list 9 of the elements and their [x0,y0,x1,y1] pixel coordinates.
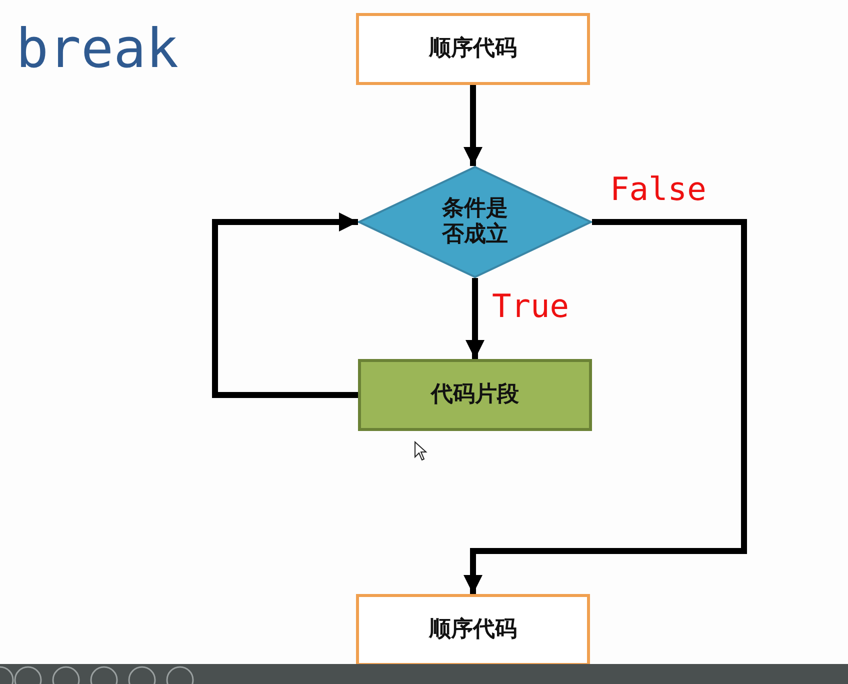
process-box: 顺序代码 [356,13,590,85]
decision-diamond: 条件是否成立 [358,166,592,278]
process-box: 顺序代码 [356,594,590,666]
arrow [463,85,483,166]
arrow [212,212,358,398]
title: break [16,22,179,76]
arrow [465,278,485,359]
arrow [463,219,747,594]
process-box: 代码片段 [358,359,592,431]
